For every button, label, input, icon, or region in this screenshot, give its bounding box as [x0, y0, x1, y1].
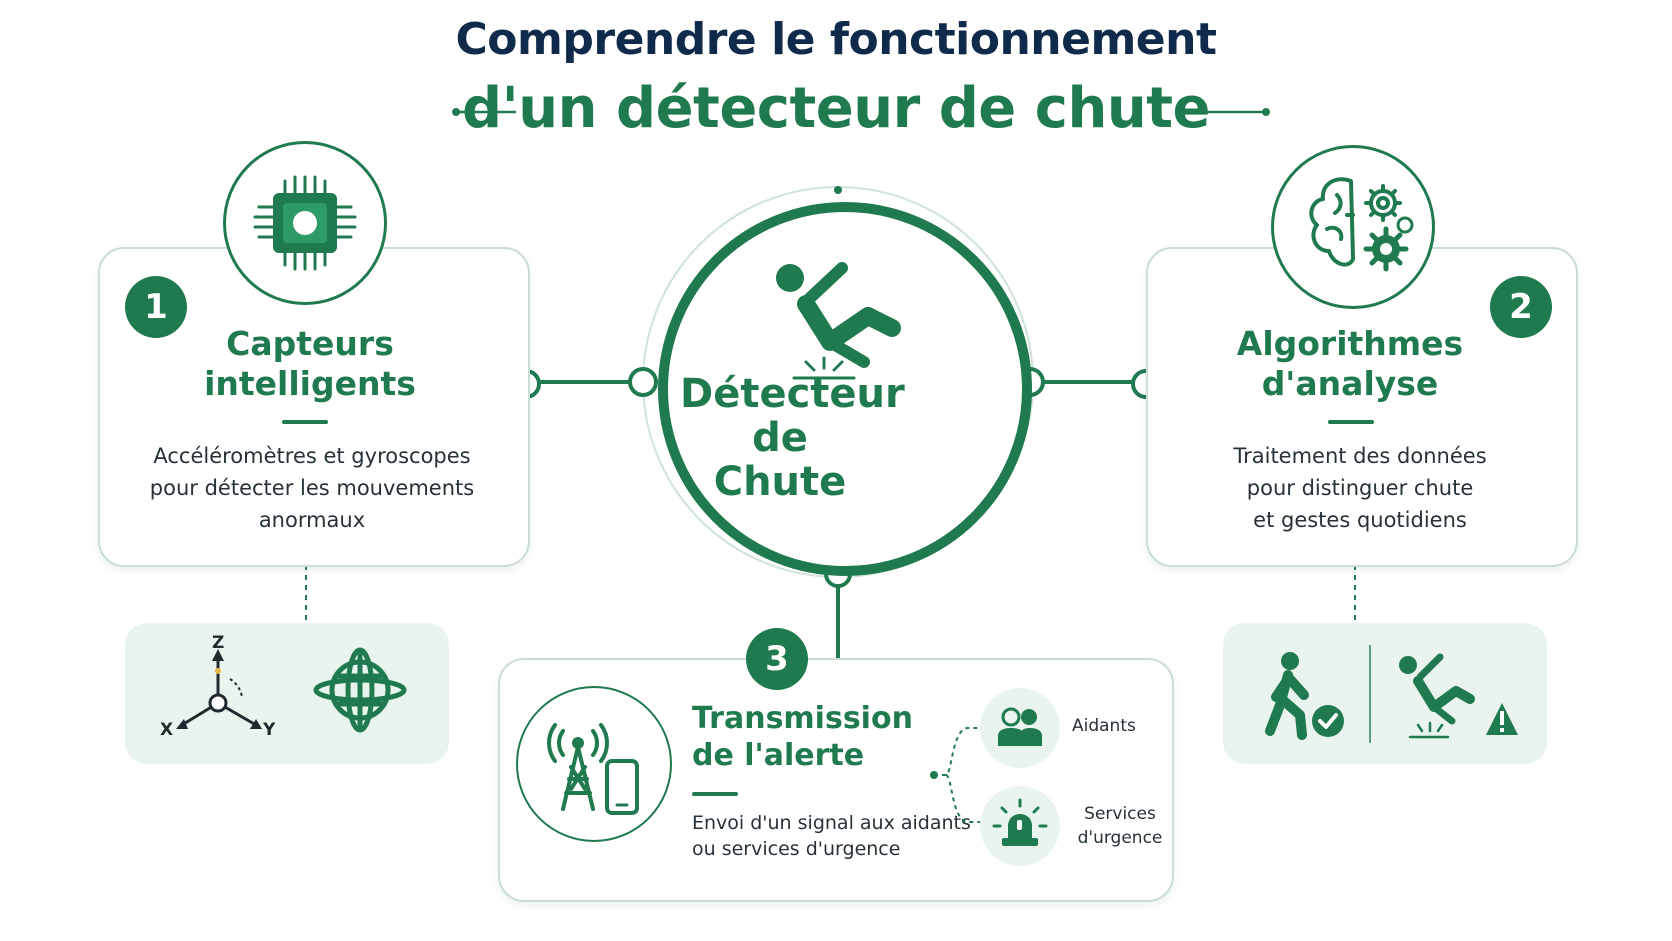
step-2-badge: 2 [1490, 276, 1552, 338]
recipient-aidants-label: Aidants [1072, 716, 1136, 736]
step-3-rule [692, 792, 738, 796]
falling-person-icon [776, 262, 901, 380]
step-3-badge: 3 [746, 628, 808, 690]
siren-icon [992, 798, 1048, 846]
step-2-title: Algorithmes d'analyse [1236, 324, 1464, 403]
step-1-badge: 1 [125, 276, 187, 338]
brain-gears-icon [1309, 177, 1414, 272]
recipient-services-label: Services d'urgence [1077, 804, 1163, 848]
page-subtitle: d'un détecteur de chute [462, 76, 1210, 141]
microchip-icon [253, 175, 357, 271]
step-2-description: Traitement des données pour distinguer c… [1233, 444, 1487, 532]
accelerometer-axes-icon [176, 649, 262, 729]
axis-x-label: X [160, 720, 174, 740]
axis-y-label: Y [263, 720, 276, 740]
step-3-title: Transmission de l'alerte [692, 701, 913, 773]
center-title: Détecteur de Chute [680, 371, 905, 505]
step-1-rule [282, 420, 328, 424]
antenna-phone-icon [547, 723, 639, 815]
axis-z-label: Z [212, 633, 225, 653]
panel-divider [1369, 645, 1371, 743]
step-1-description: Accéléromètres et gyroscopes pour détect… [149, 444, 475, 532]
page-title: Comprendre le fonctionnement [455, 14, 1217, 65]
step-1-title: Capteurs intelligents [204, 324, 416, 403]
walking-person-check-icon [1265, 652, 1344, 740]
step-3-description: Envoi d'un signal aux aidants ou service… [692, 812, 971, 860]
antenna-phone-icon-circle [516, 686, 672, 842]
falling-person-warning-icon [1399, 653, 1518, 739]
step-2-rule [1328, 420, 1374, 424]
people-icon [998, 707, 1042, 746]
recipient-aidants-icon-circle [980, 688, 1060, 768]
gyroscope-icon [313, 647, 407, 733]
recipient-branch-lines [930, 727, 980, 823]
